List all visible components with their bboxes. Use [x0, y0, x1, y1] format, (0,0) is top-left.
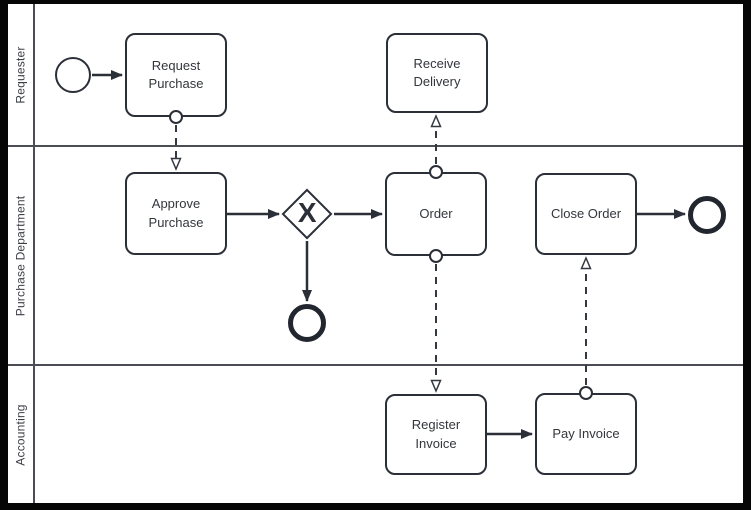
task-order-label: Order — [419, 205, 453, 221]
lane-requester: Requester — [8, 4, 743, 145]
lane-purchase-department: Purchase Department — [8, 145, 743, 364]
message-flow-order-to-receive-delivery[interactable] — [429, 116, 443, 179]
task-close-order-label: Close Order — [550, 205, 622, 221]
message-flow-order-to-register-invoice[interactable] — [429, 249, 443, 391]
message-flow-request-purchase-to-approve-purchase[interactable] — [169, 110, 183, 169]
message-flow-pay-invoice-to-close-order[interactable] — [579, 258, 593, 400]
task-request-purchase-label: Request Purchase — [148, 57, 204, 91]
task-register-invoice[interactable]: Register Invoice — [385, 394, 487, 475]
task-close-order[interactable]: Close Order — [535, 173, 637, 255]
lane-accounting: Accounting — [8, 364, 743, 503]
task-pay-invoice[interactable]: Pay Invoice — [535, 393, 637, 475]
lane-purchase-department-header: Purchase Department — [8, 147, 35, 364]
end-event-after-gateway[interactable] — [288, 304, 326, 342]
lane-requester-header: Requester — [8, 4, 35, 145]
task-approve-purchase[interactable]: Approve Purchase — [125, 172, 227, 255]
task-receive-delivery-label: Receive Delivery — [413, 55, 461, 89]
task-pay-invoice-label: Pay Invoice — [552, 425, 620, 441]
task-approve-purchase-label: Approve Purchase — [148, 196, 204, 230]
lane-accounting-header: Accounting — [8, 366, 35, 503]
task-register-invoice-label: Register Invoice — [411, 417, 461, 451]
end-event-after-close-order[interactable] — [688, 196, 726, 234]
start-event[interactable] — [55, 57, 91, 93]
task-receive-delivery[interactable]: Receive Delivery — [386, 33, 488, 113]
